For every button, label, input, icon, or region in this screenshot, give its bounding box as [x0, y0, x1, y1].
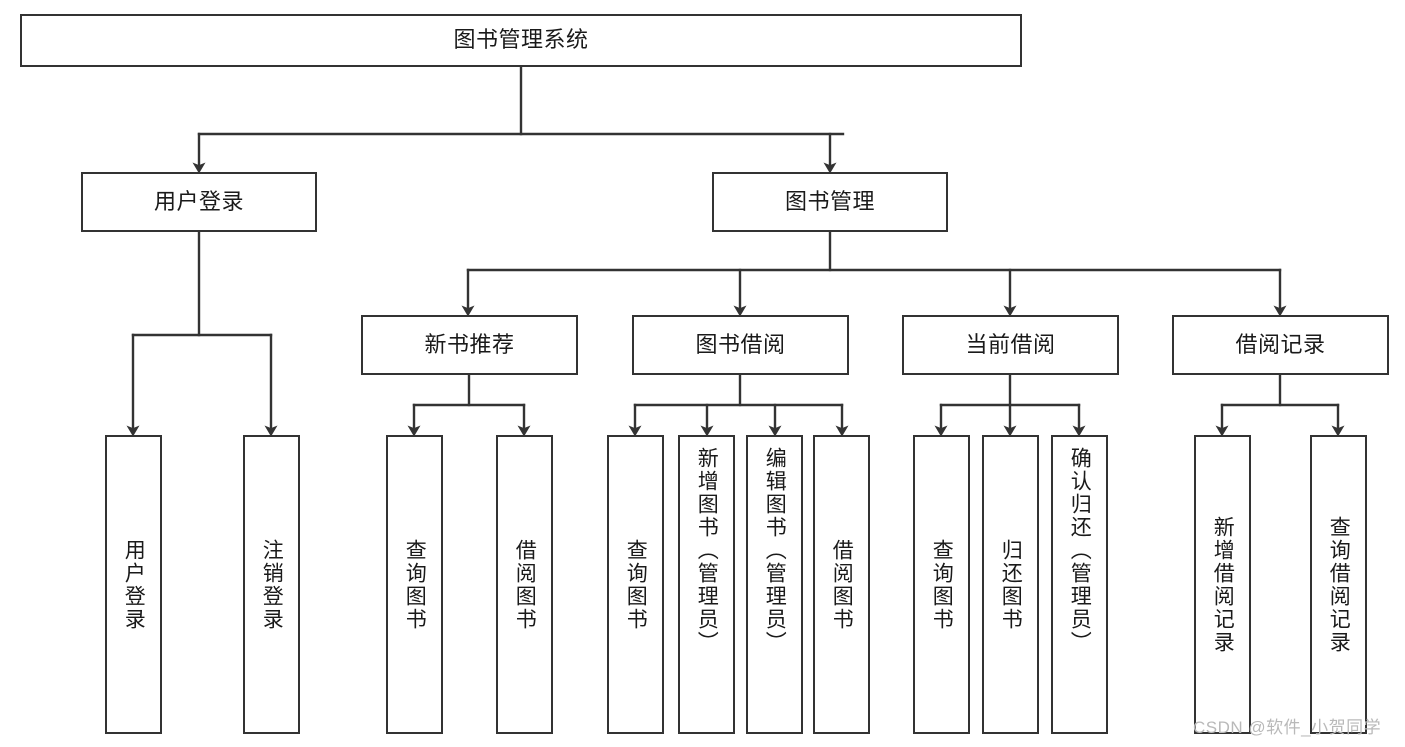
node-leaf-user-login[interactable]: 用户登录 [105, 435, 162, 734]
node-leaf-return-book[interactable]: 归还图书 [982, 435, 1039, 734]
node-leaf-add-record-label: 新增借阅记录 [1211, 515, 1235, 654]
node-leaf-edit-book[interactable]: 编辑图书（管理员） [746, 435, 803, 734]
node-new-book-recommend[interactable]: 新书推荐 [361, 315, 578, 375]
node-leaf-query-book-1[interactable]: 查询图书 [386, 435, 443, 734]
node-leaf-borrow-book-2-label: 借阅图书 [830, 538, 854, 631]
node-leaf-borrow-book-2[interactable]: 借阅图书 [813, 435, 870, 734]
node-leaf-borrow-book-1-label: 借阅图书 [513, 538, 537, 631]
node-leaf-confirm-return-label: 确认归还（管理员） [1068, 447, 1092, 654]
node-leaf-query-record[interactable]: 查询借阅记录 [1310, 435, 1367, 734]
node-leaf-borrow-book-1[interactable]: 借阅图书 [496, 435, 553, 734]
node-new-book-recommend-label: 新书推荐 [424, 331, 515, 357]
node-leaf-return-book-label: 归还图书 [999, 538, 1023, 631]
node-leaf-add-book-label: 新增图书（管理员） [695, 447, 719, 654]
node-leaf-confirm-return[interactable]: 确认归还（管理员） [1051, 435, 1108, 734]
node-leaf-query-book-1-label: 查询图书 [403, 538, 427, 631]
node-book-management[interactable]: 图书管理 [712, 172, 948, 232]
node-borrow-record[interactable]: 借阅记录 [1172, 315, 1389, 375]
node-leaf-query-book-2[interactable]: 查询图书 [607, 435, 664, 734]
node-book-borrow[interactable]: 图书借阅 [632, 315, 849, 375]
node-leaf-query-book-3-label: 查询图书 [930, 538, 954, 631]
node-leaf-add-record[interactable]: 新增借阅记录 [1194, 435, 1251, 734]
node-borrow-record-label: 借阅记录 [1235, 331, 1326, 357]
csdn-watermark: CSDN @软件_小贺同学 [1193, 718, 1382, 737]
node-leaf-edit-book-label: 编辑图书（管理员） [763, 447, 787, 654]
node-leaf-logout[interactable]: 注销登录 [243, 435, 300, 734]
node-leaf-query-record-label: 查询借阅记录 [1327, 515, 1351, 654]
node-user-login-label: 用户登录 [153, 188, 244, 214]
node-leaf-add-book[interactable]: 新增图书（管理员） [678, 435, 735, 734]
node-root[interactable]: 图书管理系统 [20, 14, 1022, 67]
node-book-management-label: 图书管理 [784, 188, 875, 214]
node-current-borrow-label: 当前借阅 [965, 331, 1056, 357]
node-leaf-logout-label: 注销登录 [260, 538, 284, 631]
node-leaf-query-book-2-label: 查询图书 [624, 538, 648, 631]
node-leaf-query-book-3[interactable]: 查询图书 [913, 435, 970, 734]
node-user-login[interactable]: 用户登录 [81, 172, 317, 232]
node-root-label: 图书管理系统 [453, 27, 589, 53]
node-leaf-user-login-label: 用户登录 [122, 538, 146, 631]
node-current-borrow[interactable]: 当前借阅 [902, 315, 1119, 375]
node-book-borrow-label: 图书借阅 [695, 331, 786, 357]
